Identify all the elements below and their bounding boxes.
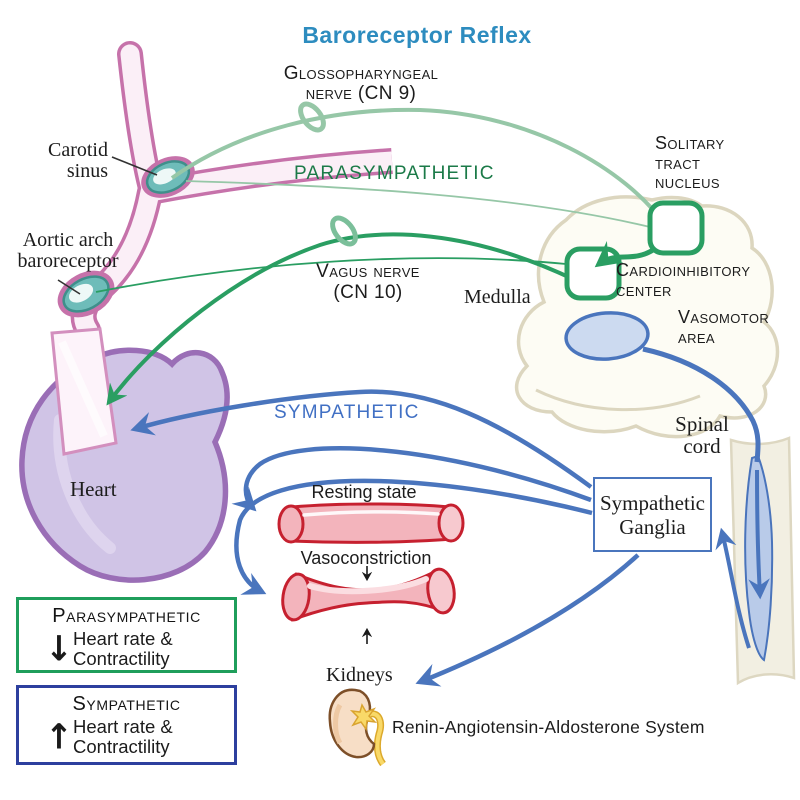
carotid-pointer-line bbox=[111, 156, 158, 176]
label-carotid-sinus: Carotid sinus bbox=[28, 140, 108, 182]
glossopharyngeal-loop bbox=[298, 101, 326, 133]
label-ganglia-line2: Ganglia bbox=[619, 514, 686, 539]
legend-parasympathetic-line1: Heart rate & bbox=[73, 628, 173, 649]
label-vasomotor-area: Vasomotor area bbox=[678, 307, 770, 347]
label-glossopharyngeal-nerve: Glossopharyngeal nerve (CN 9) bbox=[246, 64, 476, 104]
sympathetic-ganglia-box: Sympathetic Ganglia bbox=[593, 477, 712, 552]
label-kidneys: Kidneys bbox=[326, 664, 393, 686]
parasympathetic-nerves bbox=[95, 101, 669, 406]
cord-descending-line bbox=[748, 469, 770, 600]
label-cardioinhibitory-center: Cardioinhibitory center bbox=[616, 260, 751, 300]
label-solitary-line2: tract bbox=[655, 152, 701, 173]
label-solitary-tract-nucleus: Solitary tract nucleus bbox=[655, 133, 725, 193]
label-sympathetic: SYMPATHETIC bbox=[274, 402, 420, 423]
ganglia-to-heart-line bbox=[130, 389, 593, 489]
label-solitary-line1: Solitary bbox=[655, 133, 725, 153]
page-title: Baroreceptor Reflex bbox=[302, 22, 532, 48]
label-parasympathetic: PARASYMPATHETIC bbox=[294, 163, 495, 184]
legend-sympathetic-line1: Heart rate & bbox=[73, 716, 173, 737]
label-solitary-line3: nucleus bbox=[655, 172, 720, 192]
vagus-nerve-line bbox=[106, 232, 576, 406]
legend-parasympathetic: Parasympathetic ↓ Heart rate & Contracti… bbox=[16, 597, 237, 673]
label-vasomotor-line2: area bbox=[678, 326, 716, 347]
vagus-loop bbox=[330, 215, 358, 247]
label-spinal-line2: cord bbox=[683, 434, 721, 458]
cord-to-ganglia-line bbox=[715, 527, 751, 649]
legend-parasympathetic-line2: Contractility bbox=[73, 648, 170, 669]
ganglia-to-resting-vessel-line bbox=[231, 446, 592, 512]
legend-sympathetic-text: Heart rate & Contractility bbox=[73, 717, 173, 757]
vasomotor-to-cord-line bbox=[642, 346, 761, 463]
carotid-afferent-line bbox=[185, 180, 651, 228]
spinal-cord-shape bbox=[729, 436, 796, 686]
sympathetic-pathways bbox=[130, 346, 770, 687]
label-vasomotor-line1: Vasomotor bbox=[678, 307, 770, 327]
aortic-pointer-line bbox=[57, 279, 81, 295]
label-heart: Heart bbox=[70, 477, 117, 501]
label-cardioinhibitory-line2: center bbox=[616, 279, 672, 300]
label-vasoconstriction: Vasoconstriction bbox=[300, 548, 432, 568]
solitary-tract-nucleus-box bbox=[647, 200, 705, 256]
label-carotid-line2: sinus bbox=[66, 160, 108, 182]
label-vagus-nerve: Vagus nerve (CN 10) bbox=[288, 261, 448, 303]
up-arrow-icon: ↑ bbox=[45, 716, 73, 758]
legend-parasympathetic-text: Heart rate & Contractility bbox=[73, 629, 173, 669]
nucleus-to-center-connector bbox=[594, 240, 655, 268]
label-glossopharyngeal-line1: Glossopharyngeal bbox=[283, 63, 439, 84]
label-aortic-line2: baroreceptor bbox=[17, 250, 119, 272]
heart-shape bbox=[19, 327, 230, 583]
down-arrow-icon: ↓ bbox=[45, 628, 73, 670]
legend-parasympathetic-title: Parasympathetic bbox=[52, 605, 201, 627]
label-ganglia-line1: Sympathetic bbox=[600, 490, 705, 515]
label-carotid-line1: Carotid bbox=[48, 139, 108, 161]
label-resting-state: Resting state bbox=[311, 482, 417, 502]
label-medulla: Medulla bbox=[464, 286, 531, 308]
vasomotor-area-shape bbox=[564, 311, 650, 361]
kidney-shape bbox=[328, 688, 386, 767]
label-glossopharyngeal-line2: nerve (CN 9) bbox=[305, 83, 417, 104]
ganglia-to-kidneys-line bbox=[415, 553, 640, 687]
label-aortic-line1: Aortic arch bbox=[22, 229, 114, 251]
constricted-vessel bbox=[281, 566, 456, 644]
label-spinal-cord: Spinal cord bbox=[666, 413, 738, 457]
legend-sympathetic-title: Sympathetic bbox=[72, 693, 181, 715]
kidney-hilum-star bbox=[349, 703, 378, 731]
glossopharyngeal-nerve-line bbox=[170, 107, 669, 230]
legend-sympathetic-line2: Contractility bbox=[73, 736, 170, 757]
legend-sympathetic: Sympathetic ↑ Heart rate & Contractility bbox=[16, 685, 237, 765]
label-vagus-line1: Vagus nerve bbox=[316, 261, 420, 282]
label-cardioinhibitory-line1: Cardioinhibitory bbox=[616, 260, 751, 280]
label-spinal-line1: Spinal bbox=[675, 412, 729, 436]
resting-vessel bbox=[277, 502, 465, 544]
label-aortic-arch-baroreceptor: Aortic arch baroreceptor bbox=[4, 230, 132, 272]
label-raas: Renin-Angiotensin-Aldosterone System bbox=[392, 717, 705, 737]
aortic-afferent-line bbox=[95, 257, 567, 293]
ganglia-to-constricted-vessel-line bbox=[234, 478, 593, 595]
label-vagus-line2: (CN 10) bbox=[333, 282, 403, 303]
aortic-arch-baroreceptor bbox=[57, 270, 115, 318]
pointer-lines bbox=[57, 156, 158, 295]
